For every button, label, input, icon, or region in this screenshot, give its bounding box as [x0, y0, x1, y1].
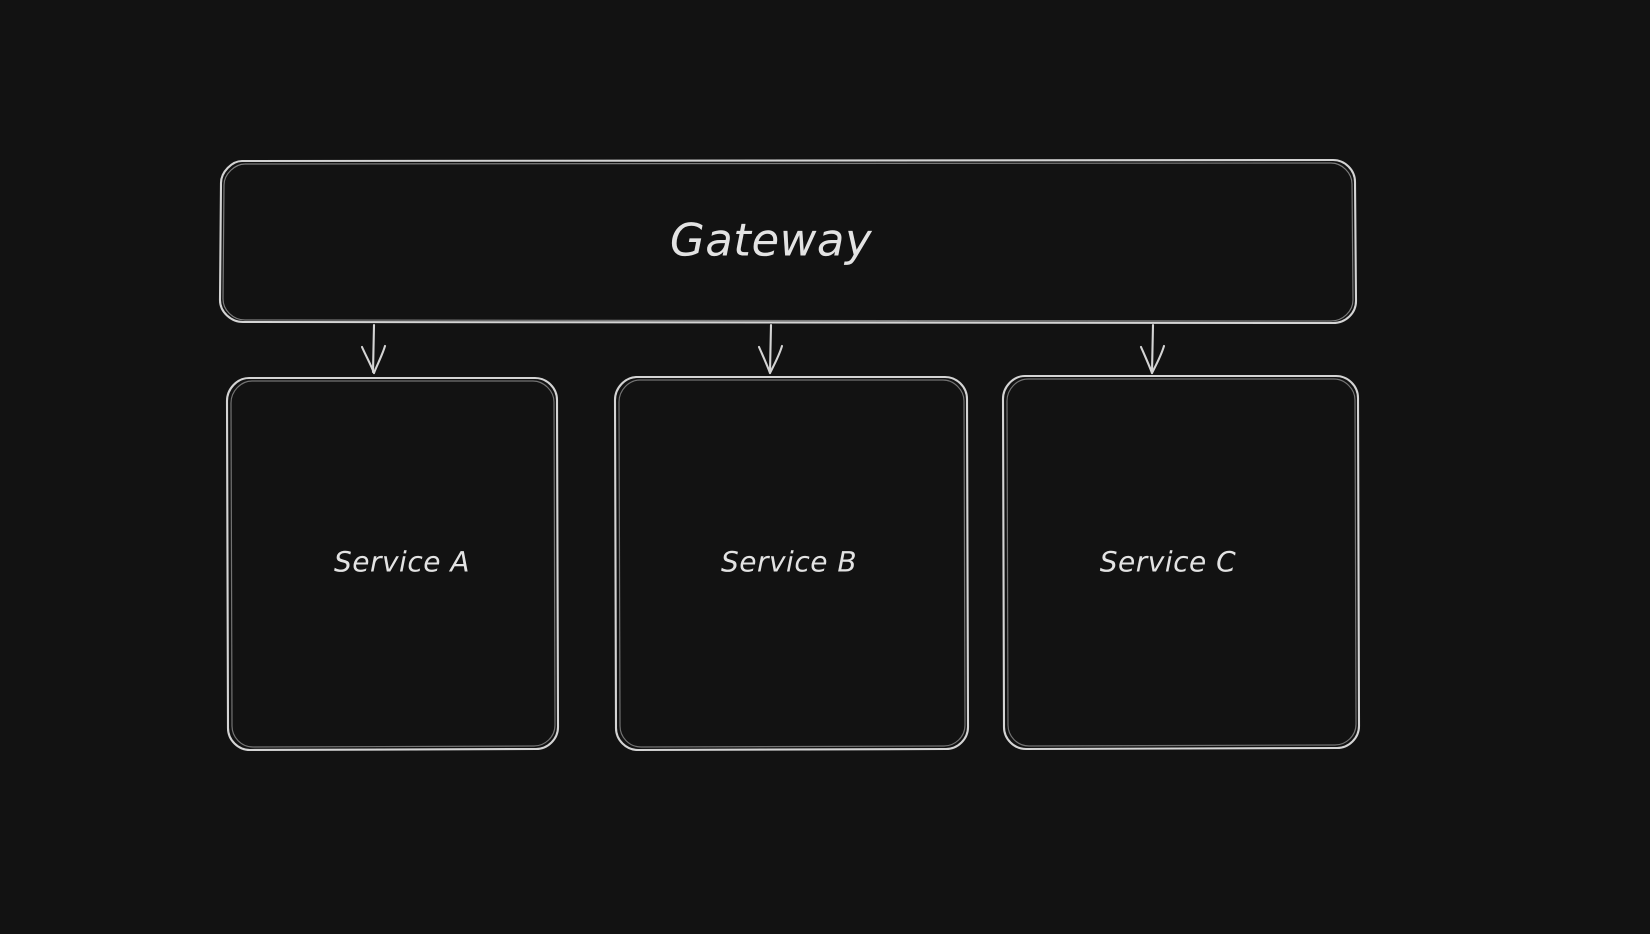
edge-gateway-to-service-a[interactable]	[360, 323, 387, 375]
node-service-c[interactable]	[1002, 378, 1359, 750]
edge-gateway-to-service-c[interactable]	[1139, 323, 1166, 375]
edge-gateway-to-service-b[interactable]	[757, 323, 784, 375]
node-shape-service-b[interactable]	[613, 375, 970, 752]
node-gateway[interactable]	[220, 160, 1356, 323]
node-shape-service-c[interactable]	[1001, 374, 1361, 751]
node-shape-service-a[interactable]	[225, 376, 560, 752]
node-service-a[interactable]	[226, 378, 559, 750]
node-shape-gateway[interactable]	[218, 158, 1358, 325]
node-service-b[interactable]	[613, 378, 968, 750]
